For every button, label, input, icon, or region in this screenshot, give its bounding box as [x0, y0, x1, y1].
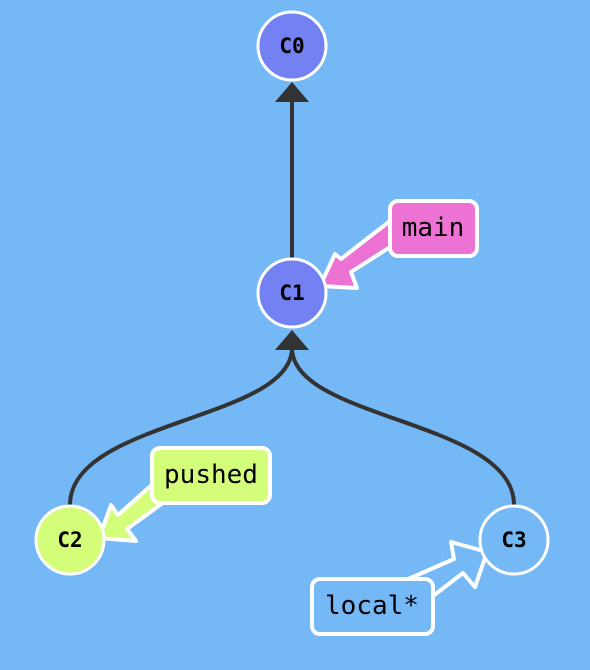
branch-main-label: main: [402, 213, 465, 243]
branch-local-box: [310, 577, 435, 636]
edge-c3-to-c1: [290, 347, 516, 506]
branch-local[interactable]: local*: [310, 577, 435, 636]
branch-local-label: local*: [325, 591, 419, 621]
commit-c0-label: C0: [279, 34, 304, 58]
commit-c1-circle: [256, 257, 328, 329]
main-branch-arrow: [318, 219, 400, 290]
commit-c1[interactable]: C1: [256, 257, 328, 329]
branch-main-box: [388, 199, 479, 258]
branch-pushed-box: [150, 446, 272, 505]
branch-pushed-label: pushed: [164, 460, 258, 490]
commit-c2-circle: [34, 504, 106, 576]
commit-edges: [68, 82, 516, 506]
branch-main[interactable]: main: [388, 199, 479, 258]
commit-c3[interactable]: C3: [478, 504, 550, 576]
edge-arrowhead-c0: [275, 82, 309, 102]
commit-c0[interactable]: C0: [256, 10, 328, 82]
edge-c2-to-c1: [68, 347, 294, 506]
commit-c1-label: C1: [279, 281, 304, 305]
commit-c2[interactable]: C2: [34, 504, 106, 576]
commit-c3-circle: [478, 504, 550, 576]
commit-c0-circle: [256, 10, 328, 82]
branch-pushed[interactable]: pushed: [150, 446, 272, 505]
edge-arrowhead-c1: [275, 330, 309, 350]
commit-c3-label: C3: [501, 528, 526, 552]
commit-c2-label: C2: [57, 528, 82, 552]
